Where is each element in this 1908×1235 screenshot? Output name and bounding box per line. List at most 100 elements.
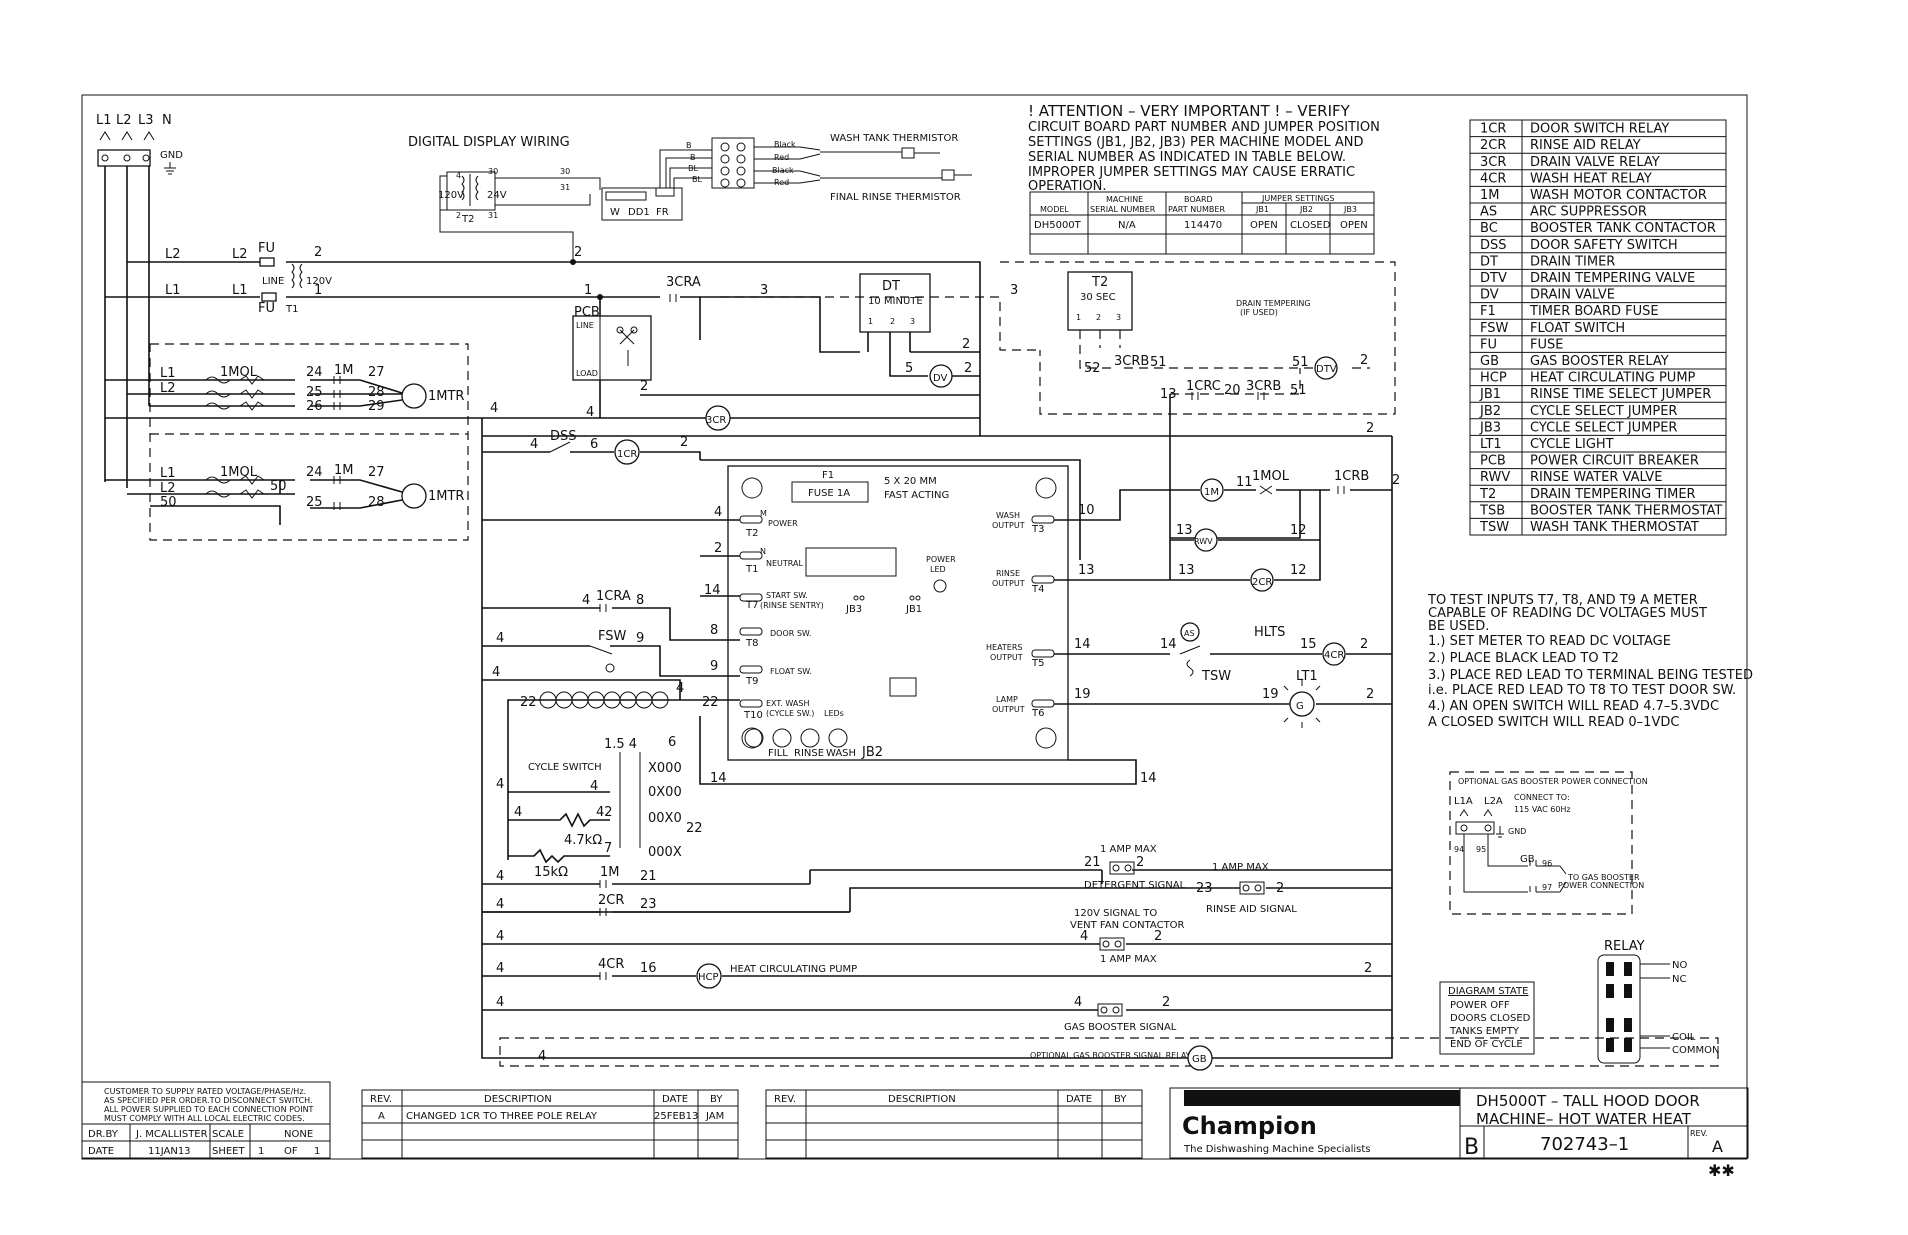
legend-description: HEAT CIRCULATING PUMP — [1530, 371, 1696, 386]
rinse-thermistor-label: FINAL RINSE THERMISTOR — [830, 192, 961, 203]
wash-thermistor-label: WASH TANK THERMISTOR — [830, 133, 958, 144]
gnd-label: GND — [160, 150, 183, 161]
1mtr-b-label: 1MTR — [428, 489, 464, 504]
supply-l3-label: L3 — [138, 113, 154, 128]
test-note-line-9: A CLOSED SWITCH WILL READ 0–1VDC — [1428, 715, 1679, 730]
cycle-7: 7 — [604, 841, 612, 856]
timer-board — [727, 465, 1069, 761]
t21: 1 — [1076, 313, 1081, 322]
q28: 28 — [368, 495, 385, 510]
gas-booster-connection: OPTIONAL GAS BOOSTER POWER CONNECTION L1… — [1449, 771, 1648, 915]
dss-4: 4 — [530, 437, 538, 452]
wire-11: 11 — [1236, 475, 1253, 490]
board-ext2: (CYCLE SW.) — [766, 709, 814, 718]
th-jb1: JB1 — [1255, 205, 1269, 214]
thermostat-icon — [1179, 645, 1201, 677]
p26: 26 — [306, 399, 323, 414]
legend-code: DT — [1480, 254, 1498, 269]
fuse-icon — [259, 257, 275, 267]
rwv-label: RWV — [1194, 537, 1213, 546]
rev-label: REV. — [1690, 1129, 1708, 1138]
tempering-timer — [1067, 271, 1133, 331]
wash-motor-icon — [401, 383, 427, 409]
gasconn-l1a: L1A — [1454, 796, 1473, 807]
digital-n30b: 30 — [560, 167, 570, 176]
supply-l1-label: L1 — [96, 113, 112, 128]
drawing-number: 702743–1 — [1540, 1134, 1629, 1155]
date-value: 11JAN13 — [148, 1146, 191, 1157]
q27: 27 — [368, 465, 385, 480]
board-ext1: EXT. WASH — [766, 699, 809, 708]
hcp-16: 16 — [640, 961, 657, 976]
board-t5: T5 — [1031, 658, 1044, 669]
1cr-label: 1CR — [617, 449, 637, 460]
rev-value: A — [1712, 1137, 1723, 1156]
2cr-coil-icon — [1250, 568, 1274, 592]
vent-4b: 4 — [1080, 929, 1088, 944]
gas-booster-terminal — [1097, 1003, 1123, 1017]
cycle-154: 1.5 4 — [604, 737, 637, 752]
wire-2b-label: 2 — [574, 245, 582, 260]
legend-code: 3CR — [1480, 155, 1506, 170]
board-t6: T6 — [1031, 708, 1044, 719]
wire-13d: 13 — [1178, 563, 1195, 578]
legend-code: F1 — [1480, 304, 1496, 319]
transformer-icon — [291, 263, 303, 289]
test-note-line-6: 3.) PLACE RED LEAD TO TERMINAL BEING TES… — [1428, 668, 1753, 683]
dt1: 1 — [868, 317, 873, 326]
detergent-signal-terminal — [1109, 861, 1135, 875]
legend-description: WASH TANK THERMOSTAT — [1530, 520, 1699, 535]
by-header: BY — [710, 1094, 723, 1105]
gasconn-title: OPTIONAL GAS BOOSTER POWER CONNECTION — [1458, 777, 1648, 786]
dss-2: 2 — [680, 435, 688, 450]
legend-description: TIMER BOARD FUSE — [1529, 304, 1659, 319]
legend-code: DV — [1480, 288, 1499, 303]
board-neutral: NEUTRAL — [766, 559, 803, 568]
vent-4: 4 — [496, 929, 504, 944]
scale-value: NONE — [284, 1129, 313, 1140]
rev-header-2: REV. — [774, 1094, 796, 1105]
board-f1: F1 — [822, 470, 834, 481]
gasconn-97: 97 — [1542, 883, 1552, 892]
board-lamp-out2: OUTPUT — [992, 705, 1025, 714]
det-amp: 1 AMP MAX — [1100, 844, 1157, 855]
date-label: DATE — [88, 1146, 114, 1157]
wire-9b: 9 — [710, 659, 718, 674]
wire-14c: 14 — [1140, 771, 1157, 786]
ground-icon — [164, 162, 176, 175]
wire-4c: 4 — [676, 681, 684, 696]
gas-booster-relay-icon — [1187, 1045, 1213, 1071]
cycle-4b: 4 — [590, 779, 598, 794]
wire-2g: 2 — [1392, 473, 1400, 488]
board-fuse-spec1: 5 X 20 MM — [884, 476, 937, 487]
wire-51c-label: 51 — [1290, 383, 1307, 398]
wire-14d: 14 — [1074, 637, 1091, 652]
board-rinse-out2: OUTPUT — [992, 579, 1025, 588]
sheet-value: 1 — [258, 1146, 264, 1157]
arc-suppressor-icon — [1180, 622, 1200, 642]
digital-black1: Black — [774, 140, 796, 149]
pcb-label: PCB — [574, 305, 600, 320]
th-serial: SERIAL NUMBER — [1090, 205, 1156, 214]
wire-19b: 19 — [1262, 687, 1279, 702]
board-t1: T1 — [745, 564, 758, 575]
board-rinse-out1: RINSE — [996, 569, 1020, 578]
digital-display-wiring: DIGITAL DISPLAY WIRING 120V 24V T2 4 30 … — [408, 133, 972, 260]
power-supply: L1 L2 L3 N GND — [96, 113, 183, 488]
wire-10: 10 — [1078, 503, 1095, 518]
digital-fr: FR — [656, 207, 669, 218]
board-t4: T4 — [1031, 584, 1044, 595]
wire-1-label: 1 — [314, 283, 322, 298]
wire-19: 19 — [1074, 687, 1091, 702]
2cr-23: 23 — [640, 897, 657, 912]
dt-label: DT — [882, 279, 900, 294]
q25: 25 — [306, 495, 323, 510]
wire-13b: 13 — [1176, 523, 1193, 538]
gas-4: 4 — [496, 995, 504, 1010]
vent-amp: 1 AMP MAX — [1100, 954, 1157, 965]
detergent-signal-label: DETERGENT SIGNAL — [1084, 880, 1186, 891]
legend-description: BOOSTER TANK THERMOSTAT — [1530, 503, 1722, 518]
gasconn-connect: CONNECT TO: — [1514, 793, 1570, 802]
legend-description: FUSE — [1530, 337, 1563, 352]
rinse-2: 2 — [1276, 881, 1284, 896]
